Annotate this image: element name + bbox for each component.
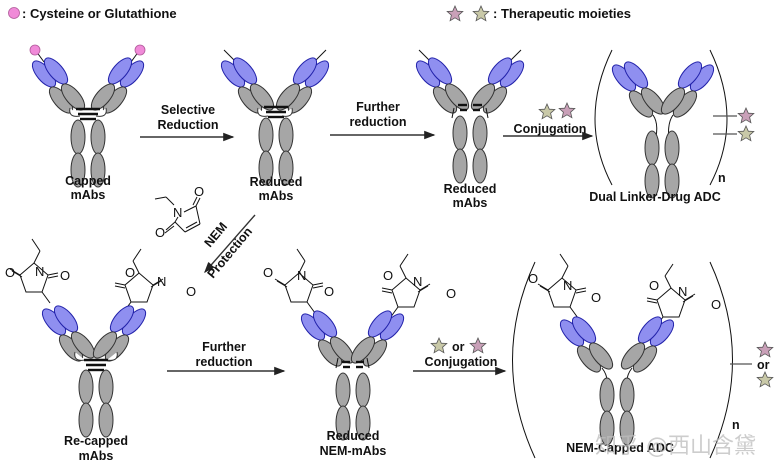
- cysteine-cap-icon: [8, 7, 20, 19]
- dual-linker-drug-adc-label: Dual Linker-Drug ADC: [589, 190, 721, 204]
- reduced-nem-mabs-label: Reduced: [327, 429, 380, 443]
- olive-star-icon: [756, 371, 774, 388]
- nitrogen-atom: N: [157, 274, 166, 289]
- reduced-nem-mab: O N O O N O: [263, 248, 456, 441]
- oxygen-atom: O: [446, 286, 456, 301]
- arrow-label-2: reduction: [196, 355, 253, 369]
- olive-star-icon: [737, 125, 755, 142]
- reduced-mabs-label: Reduced: [444, 182, 497, 196]
- nitrogen-atom: N: [35, 264, 44, 279]
- legend-cap-label: : Cysteine or Glutathione: [22, 6, 177, 21]
- pink-star-icon: [469, 337, 487, 354]
- cap-icon: [29, 44, 41, 56]
- olive-star-icon: [472, 5, 490, 22]
- arrow-label: Selective: [161, 103, 215, 117]
- cap-icon: [134, 44, 146, 56]
- oxygen-atom: O: [324, 284, 334, 299]
- oxygen-atom: O: [649, 278, 659, 293]
- nem-protection-arrow: [204, 214, 256, 274]
- olive-star-icon: [538, 103, 556, 120]
- nem-molecule: N O O: [154, 184, 204, 240]
- reduced-nem-mabs-label-2: NEM-mAbs: [320, 444, 387, 458]
- fully-reduced-mab: [411, 49, 529, 184]
- reduced-mab: [216, 49, 334, 186]
- pink-star-icon: [446, 5, 464, 22]
- watermark: 知乎 @西山含黛: [595, 434, 756, 459]
- recapped-mabs-label-2: mAbs: [79, 449, 114, 463]
- recapped-mabs-label: Re-capped: [64, 434, 128, 448]
- arrow-label: Further: [356, 100, 400, 114]
- pink-star-icon: [737, 107, 755, 124]
- oxygen-atom: O: [60, 268, 70, 283]
- oxygen-atom: O: [5, 265, 15, 280]
- nitrogen-atom: N: [173, 205, 182, 220]
- oxygen-atom: O: [155, 225, 165, 240]
- legend-cap: : Cysteine or Glutathione: [8, 6, 177, 21]
- or-label: or: [757, 358, 770, 372]
- reduced-mabs-label: Reduced: [250, 175, 303, 189]
- reduced-mabs-label-2: mAbs: [453, 196, 488, 210]
- nitrogen-atom: N: [678, 284, 687, 299]
- legend-moiety-label: : Therapeutic moieties: [493, 6, 631, 21]
- arrow-label: Conjugation: [514, 122, 587, 136]
- arrow-label: Further: [202, 340, 246, 354]
- oxygen-atom: O: [186, 284, 196, 299]
- oxygen-atom: O: [591, 290, 601, 305]
- dual-linker-drug-adc: [594, 49, 755, 199]
- arrow-label-2: Conjugation: [425, 355, 498, 369]
- oxygen-atom: O: [194, 184, 204, 199]
- arrow-label-2: reduction: [350, 115, 407, 129]
- nitrogen-atom: N: [413, 274, 422, 289]
- or-label: or: [452, 340, 465, 354]
- subscript-n: n: [732, 418, 740, 432]
- olive-star-icon: [430, 337, 448, 354]
- oxygen-atom: O: [528, 271, 538, 286]
- recapped-mab: O N O O N O: [5, 238, 196, 438]
- nitrogen-atom: N: [297, 268, 306, 283]
- oxygen-atom: O: [711, 297, 721, 312]
- reduced-mabs-label-2: mAbs: [259, 189, 294, 203]
- subscript-n: n: [718, 171, 726, 185]
- oxygen-atom: O: [383, 268, 393, 283]
- nem-capped-adc: O N O O N O: [512, 253, 774, 459]
- capped-mab: [27, 44, 149, 188]
- nem-capped-adc-label: NEM-Capped ADC: [566, 441, 674, 455]
- legend-moieties: : Therapeutic moieties: [446, 5, 631, 22]
- capped-mabs-label-2: mAbs: [71, 188, 106, 202]
- capped-mabs-label: Capped: [65, 174, 111, 188]
- oxygen-atom: O: [263, 265, 273, 280]
- nitrogen-atom: N: [563, 278, 572, 293]
- pink-star-icon: [756, 341, 774, 358]
- arrow-label-2: Reduction: [157, 118, 218, 132]
- oxygen-atom: O: [125, 265, 135, 280]
- pink-star-icon: [558, 102, 576, 119]
